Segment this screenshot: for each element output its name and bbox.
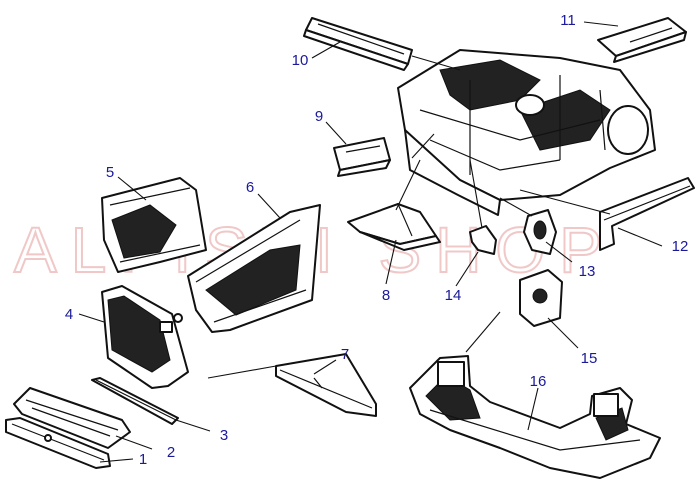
callout-14: 14 bbox=[445, 287, 462, 304]
callout-2: 2 bbox=[167, 444, 175, 461]
part-8-bracket bbox=[347, 203, 441, 251]
callout-labels: 1 2 3 4 5 6 7 8 9 10 11 12 13 14 15 16 bbox=[65, 12, 689, 468]
callout-10: 10 bbox=[292, 52, 309, 69]
callout-16: 16 bbox=[530, 373, 547, 390]
callout-5: 5 bbox=[106, 164, 114, 181]
callout-12: 12 bbox=[672, 238, 689, 255]
callout-15: 15 bbox=[581, 350, 598, 367]
part-12-long-bracket bbox=[599, 177, 695, 251]
part-16-subframe bbox=[409, 355, 661, 479]
part-9-box bbox=[333, 137, 391, 177]
callout-9: 9 bbox=[315, 108, 323, 125]
part-7-crossmember bbox=[275, 353, 377, 417]
callout-11: 11 bbox=[560, 12, 576, 29]
part-5-wheel-arch-left bbox=[101, 177, 207, 273]
part-6-wheel-arch-right bbox=[187, 204, 321, 333]
callout-13: 13 bbox=[579, 263, 596, 280]
part-11-tray bbox=[597, 17, 687, 63]
part-14-clip bbox=[469, 225, 497, 255]
callout-4: 4 bbox=[65, 306, 73, 323]
part-4-front-panel bbox=[101, 285, 189, 389]
callout-3: 3 bbox=[220, 427, 228, 444]
part-15-mount-block bbox=[519, 269, 563, 327]
callout-1: 1 bbox=[139, 451, 147, 468]
part-3-strip bbox=[91, 377, 179, 425]
part-2-scuttle bbox=[13, 387, 131, 449]
callout-6: 6 bbox=[246, 179, 254, 196]
part-10-channel bbox=[303, 17, 413, 71]
callout-8: 8 bbox=[382, 287, 390, 304]
part-1-lower-rail bbox=[5, 417, 111, 469]
callout-7: 7 bbox=[341, 346, 349, 363]
leader-lines bbox=[78, 21, 663, 463]
front-body-shell bbox=[397, 49, 656, 216]
